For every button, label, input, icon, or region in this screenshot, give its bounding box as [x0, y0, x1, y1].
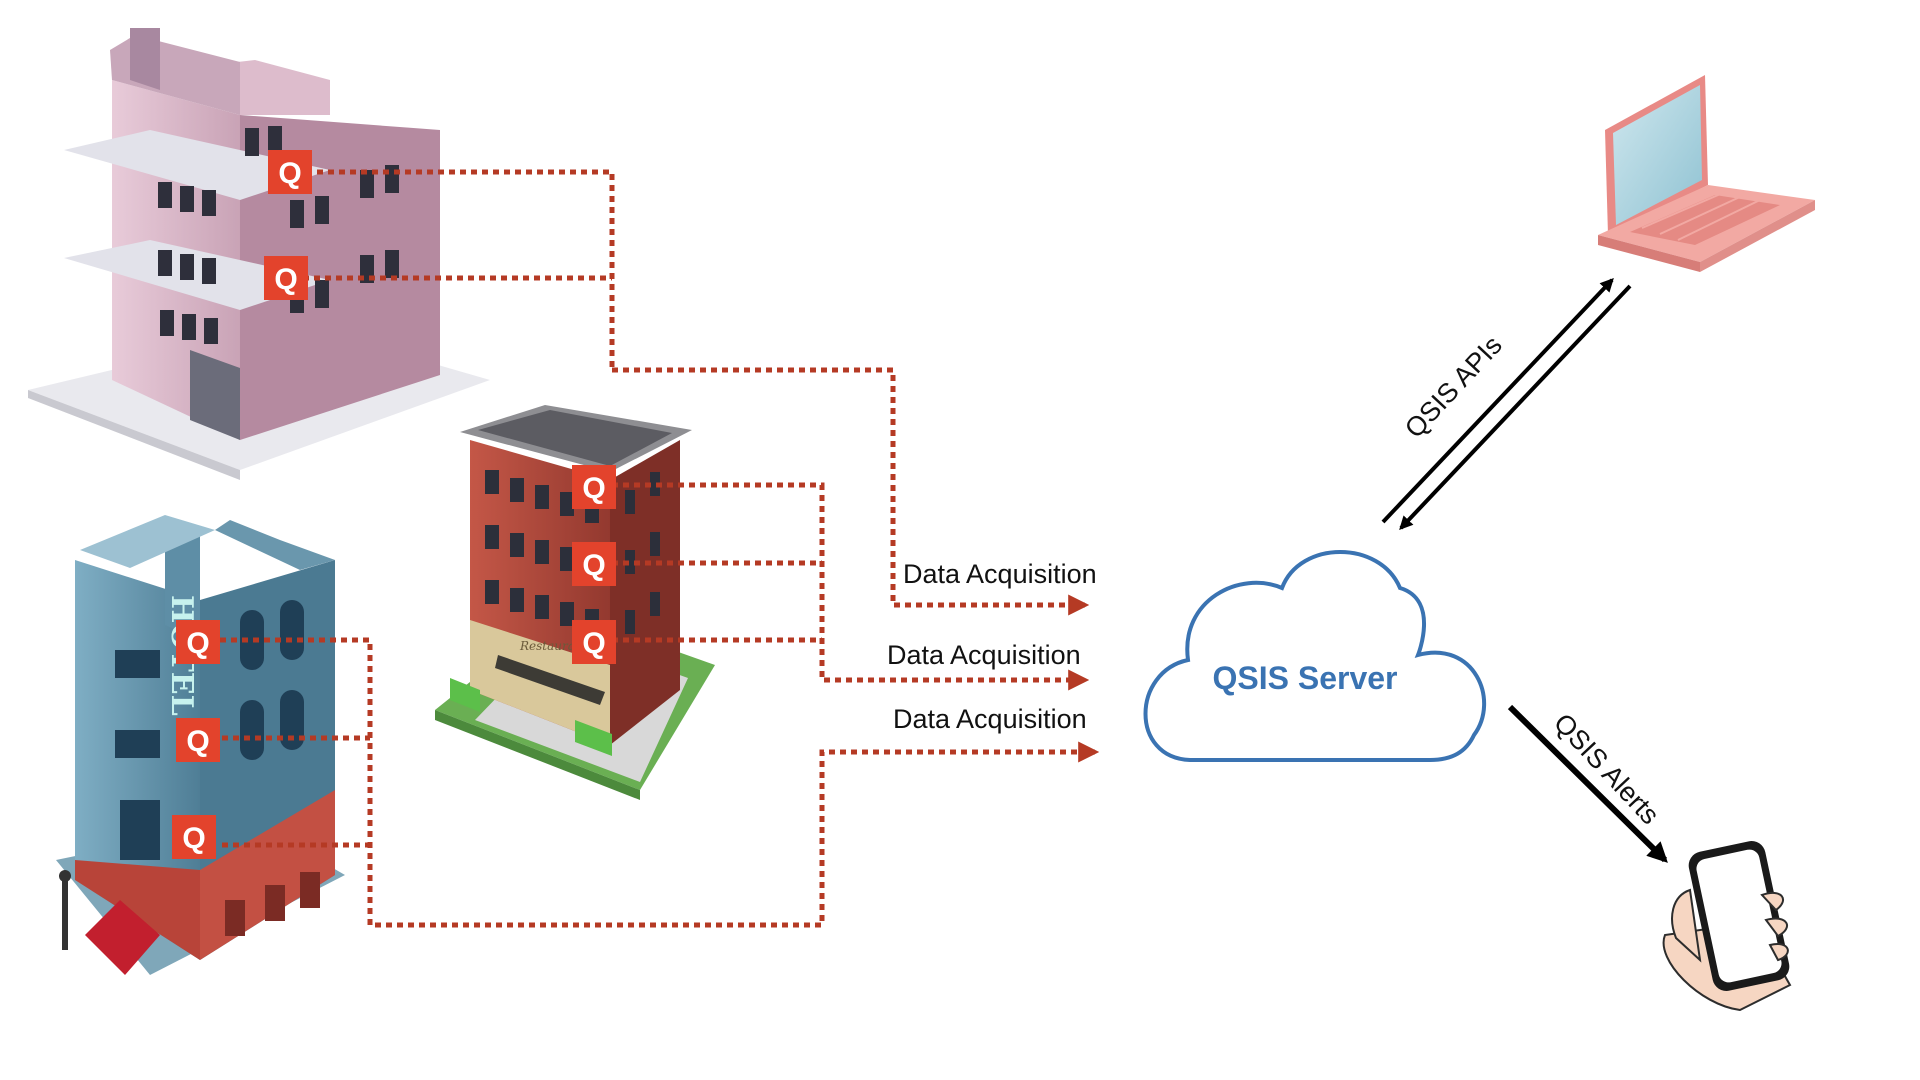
- cloud-icon: [1143, 550, 1486, 762]
- svg-text:Q: Q: [186, 627, 209, 660]
- api-arrow-down: [1399, 284, 1632, 530]
- svg-text:Q: Q: [582, 627, 605, 660]
- sensor-c3: Q: [172, 815, 216, 859]
- svg-text:Q: Q: [582, 549, 605, 582]
- server-label: QSIS Server: [1213, 660, 1398, 696]
- connector-b1: [612, 367, 1090, 616]
- hotel-building-icon: HOTEL: [56, 515, 345, 975]
- data-acquisition-label-3: Data Acquisition: [893, 704, 1087, 734]
- sensor-b1: Q: [572, 465, 616, 509]
- svg-text:Q: Q: [274, 263, 297, 296]
- data-acquisition-label-2: Data Acquisition: [887, 640, 1081, 670]
- qsis-apis-label: QSIS APIs: [1399, 330, 1508, 444]
- office-building-icon: [28, 28, 490, 480]
- qsis-alerts-label: QSIS Alerts: [1548, 708, 1665, 831]
- data-acquisition-label-1: Data Acquisition: [903, 559, 1097, 589]
- svg-text:Q: Q: [582, 472, 605, 505]
- svg-text:Q: Q: [186, 725, 209, 758]
- sensor-c1: Q: [176, 620, 220, 664]
- sensor-b3: Q: [572, 620, 616, 664]
- connector-b-left1: [612, 482, 1090, 691]
- svg-text:Q: Q: [278, 157, 301, 190]
- svg-text:Q: Q: [182, 822, 205, 855]
- api-arrow-up: [1381, 278, 1614, 524]
- connector-c1: [220, 637, 1100, 928]
- sensor-badges: Q Q Q Q Q Q Q Q: [172, 150, 616, 859]
- phone-icon: [1662, 841, 1792, 1012]
- qsis-server: QSIS Server: [1143, 550, 1486, 762]
- laptop-icon: [1598, 75, 1815, 272]
- sensor-c2: Q: [176, 718, 220, 762]
- sensor-a2: Q: [264, 256, 308, 300]
- restaurant-building-icon: Restaurant: [435, 405, 715, 800]
- alerts-arrow: [1507, 704, 1668, 863]
- restaurant-sign: Restaurant: [519, 639, 588, 653]
- connectors: [220, 169, 1100, 928]
- sensor-b2: Q: [572, 542, 616, 586]
- sensor-a1: Q: [268, 150, 312, 194]
- qsis-apis-arrows: [1381, 278, 1632, 530]
